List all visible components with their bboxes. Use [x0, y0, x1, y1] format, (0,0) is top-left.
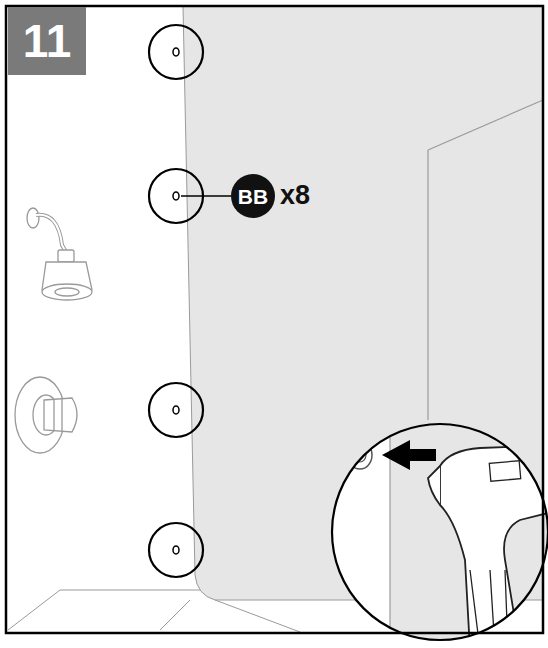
- wall-lines: [8, 8, 200, 630]
- zoom-detail: [332, 420, 548, 648]
- shower-head: [27, 208, 92, 300]
- frame: [6, 6, 543, 633]
- side-wall: [428, 100, 543, 420]
- valve-handle: [15, 377, 77, 453]
- leader-line: [181, 195, 231, 197]
- step-number-text: 11: [23, 18, 72, 64]
- part-letter: BB: [238, 186, 268, 207]
- hole-markers: [149, 25, 203, 577]
- step-number: 11: [8, 7, 86, 75]
- part-callout: BB: [231, 174, 275, 218]
- panel-edge: [215, 600, 300, 632]
- quantity-label: x8: [280, 182, 310, 209]
